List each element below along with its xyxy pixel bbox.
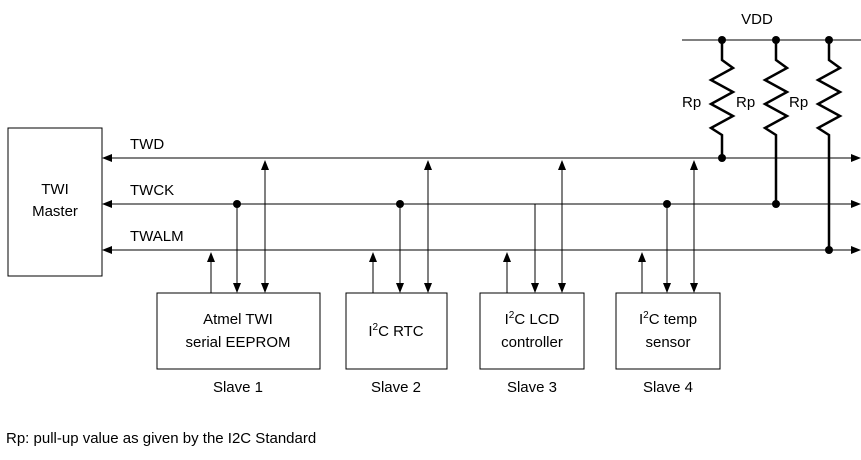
arrow-left-icon [102, 246, 112, 254]
slave-2-caption: Slave 2 [371, 379, 421, 396]
arrow-right-icon [851, 246, 861, 254]
bus-twck: TWCK [102, 182, 861, 208]
resistor-label: Rp [789, 94, 808, 111]
pullup-resistor-twck: Rp [736, 40, 790, 208]
vdd-label: VDD [741, 11, 773, 28]
twi-master-box [7, 127, 103, 277]
slave-4-caption: Slave 4 [643, 379, 693, 396]
slave-3-connections [503, 160, 566, 293]
pullup-note: Rp: pull-up value as given by the I2C St… [6, 430, 316, 447]
resistor-label: Rp [736, 94, 755, 111]
twi-master-line1: TWI [41, 181, 69, 198]
slave-2-line1: I2C RTC [368, 322, 423, 340]
slave-4-box [615, 292, 721, 370]
slave-4-line2: sensor [645, 334, 690, 351]
slave-4-connections [638, 160, 698, 293]
bus-label-twalm: TWALM [130, 228, 184, 245]
slave-1-line1: Atmel TWI [203, 311, 273, 328]
slave-1-connections [207, 160, 269, 293]
arrow-left-icon [102, 154, 112, 162]
slave-3-box [479, 292, 585, 370]
bus-label-twd: TWD [130, 136, 164, 153]
slave-3-caption: Slave 3 [507, 379, 557, 396]
bus-label-twck: TWCK [130, 182, 174, 199]
bus-twd: TWD [102, 136, 861, 162]
slave-3-line1: I2C LCD [505, 310, 560, 328]
arrow-right-icon [851, 154, 861, 162]
slave-4-line1: I2C temp [639, 310, 697, 328]
slave-1-line2: serial EEPROM [185, 334, 290, 351]
arrow-right-icon [851, 200, 861, 208]
bus-twalm: TWALM [102, 228, 861, 254]
slave-1-box [156, 292, 321, 370]
resistor-label: Rp [682, 94, 701, 111]
slave-2-connections [369, 160, 432, 293]
pullup-resistor-twalm: Rp [789, 40, 843, 254]
slave-3-line2: controller [501, 334, 563, 351]
slave-2-box [345, 292, 448, 370]
pullup-resistor-twd: Rp [682, 40, 736, 162]
twi-master-line2: Master [32, 203, 78, 220]
arrow-left-icon [102, 200, 112, 208]
slave-1-caption: Slave 1 [213, 379, 263, 396]
